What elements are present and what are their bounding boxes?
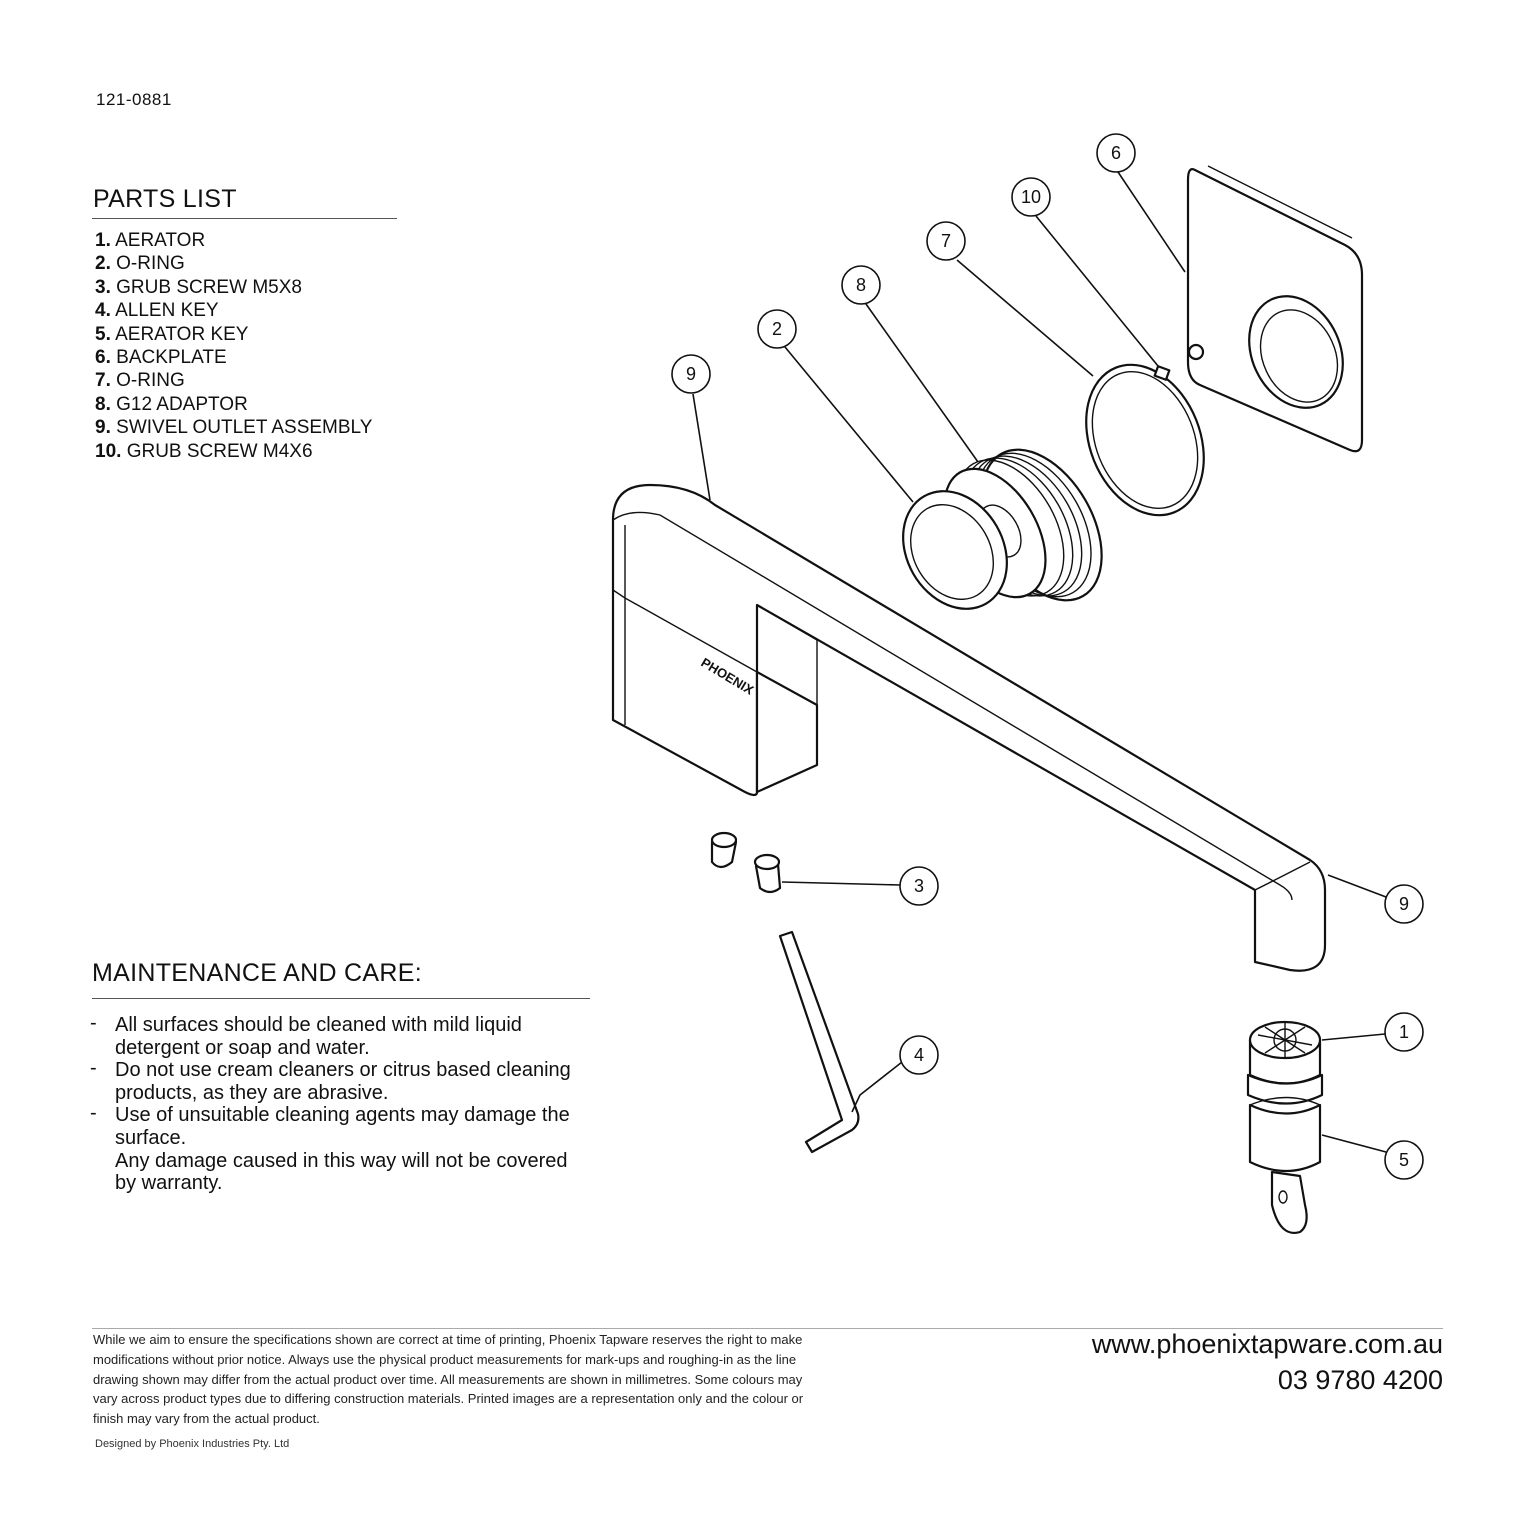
svg-text:8: 8 <box>856 275 866 295</box>
grub-screw-drawing <box>710 831 782 894</box>
aerator-drawing <box>1246 1020 1324 1105</box>
parts-list-item: 3. GRUB SCREW M5X8 <box>95 276 302 298</box>
parts-list-item: 4. ALLEN KEY <box>95 300 219 322</box>
leader-line <box>956 259 1094 377</box>
svg-text:7: 7 <box>941 231 951 251</box>
maintenance-title: MAINTENANCE AND CARE: <box>92 959 422 987</box>
leader-line <box>851 1061 903 1113</box>
leader-line <box>781 881 901 886</box>
svg-text:10: 10 <box>1021 187 1041 207</box>
svg-text:2: 2 <box>772 319 782 339</box>
leader-line <box>1035 215 1159 367</box>
swivel-outlet-drawing: PHOENIX <box>611 483 1327 972</box>
maintenance-item: -All surfaces should be cleaned with mil… <box>90 1012 522 1059</box>
parts-list-item: 9. SWIVEL OUTLET ASSEMBLY <box>95 417 373 439</box>
callout-9: 9 <box>1384 884 1424 924</box>
contact-block: www.phoenixtapware.com.au 03 9780 4200 <box>1092 1326 1443 1398</box>
callout-8: 8 <box>841 265 881 305</box>
parts-list-rule <box>92 218 397 219</box>
parts-list-item: 7. O-RING <box>95 370 185 392</box>
parts-list-item: 2. O-RING <box>95 253 185 275</box>
parts-list-item: 8. G12 ADAPTOR <box>95 393 248 415</box>
o-ring-large-drawing <box>1085 363 1205 517</box>
svg-text:6: 6 <box>1111 143 1121 163</box>
leader-line <box>1327 874 1387 898</box>
maintenance-list: -All surfaces should be cleaned with mil… <box>90 1012 590 1195</box>
callout-7: 7 <box>926 221 966 261</box>
leader-line <box>1321 1134 1387 1153</box>
footer-rule <box>92 1328 1443 1329</box>
leader-line <box>1321 1033 1386 1041</box>
callout-9: 9 <box>671 354 711 394</box>
parts-list-title: PARTS LIST <box>93 185 237 213</box>
phone-number: 03 9780 4200 <box>1277 1365 1443 1395</box>
o-ring-small-drawing <box>902 490 1008 610</box>
product-code: 121-0881 <box>96 90 172 109</box>
disclaimer-text: While we aim to ensure the specification… <box>93 1332 804 1427</box>
callout-1: 1 <box>1384 1012 1424 1052</box>
aerator-key-drawing <box>1248 1096 1322 1234</box>
maintenance-item: -Use of unsuitable cleaning agents may d… <box>90 1102 570 1149</box>
callout-6: 6 <box>1096 133 1136 173</box>
svg-text:1: 1 <box>1399 1022 1409 1042</box>
svg-text:4: 4 <box>914 1045 924 1065</box>
leader-line <box>1117 171 1186 273</box>
callout-3: 3 <box>899 866 939 906</box>
svg-text:9: 9 <box>1399 894 1409 914</box>
svg-text:9: 9 <box>686 364 696 384</box>
callout-4: 4 <box>899 1035 939 1075</box>
callout-5: 5 <box>1384 1140 1424 1180</box>
svg-text:3: 3 <box>914 876 924 896</box>
callout-10: 10 <box>1011 177 1051 217</box>
leader-line <box>865 303 979 463</box>
website-link[interactable]: www.phoenixtapware.com.au <box>1091 1329 1443 1359</box>
parts-list-item: 6. BACKPLATE <box>95 347 227 369</box>
backplate-drawing <box>1186 165 1364 453</box>
parts-list-item: 5. AERATOR KEY <box>95 323 249 345</box>
leader-line <box>692 393 711 501</box>
parts-list-item: 1. AERATOR <box>95 230 206 251</box>
parts-list: 1. AERATOR 2. O-RING 3. GRUB SCREW M5X8 … <box>95 229 372 463</box>
maintenance-rule <box>92 998 590 999</box>
callout-2: 2 <box>757 309 797 349</box>
designed-by: Designed by Phoenix Industries Pty. Ltd <box>95 1438 290 1450</box>
leader-line <box>784 346 914 503</box>
maintenance-item: -Do not use cream cleaners or citrus bas… <box>90 1057 571 1104</box>
maintenance-note: Any damage caused in this way will not b… <box>115 1149 568 1195</box>
parts-list-item: 10. GRUB SCREW M4X6 <box>95 440 313 462</box>
allen-key-drawing <box>778 930 860 1154</box>
svg-text:5: 5 <box>1399 1150 1409 1170</box>
